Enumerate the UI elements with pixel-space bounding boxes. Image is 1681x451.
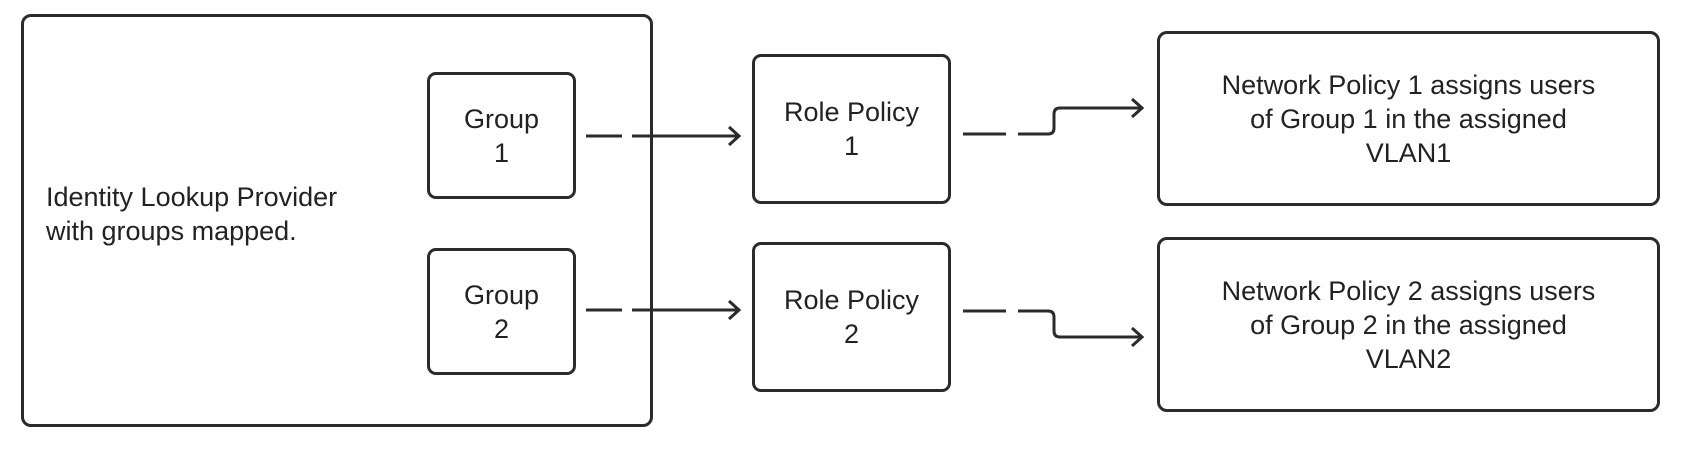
group-1-box: Group 1 [427, 72, 576, 199]
arrowhead-network1 [1130, 97, 1145, 119]
role-policy-1-box: Role Policy 1 [752, 54, 951, 204]
group-2-label: Group 2 [463, 279, 540, 344]
network-policy-2-box: Network Policy 2 assigns users of Group … [1157, 237, 1660, 412]
network-policy-1-box: Network Policy 1 assigns users of Group … [1157, 31, 1660, 206]
arrowhead-network2 [1130, 326, 1145, 348]
group-1-label: Group 1 [463, 103, 540, 168]
arrowhead-role1 [727, 125, 742, 147]
role-policy-2-box: Role Policy 2 [752, 242, 951, 392]
identity-provider-label: Identity Lookup Provider with groups map… [46, 182, 338, 246]
network-policy-2-label: Network Policy 2 assigns users of Group … [1221, 275, 1596, 374]
connector-role1-network1 [963, 106, 1142, 136]
role-policy-2-label: Role Policy 2 [783, 285, 920, 349]
group-2-box: Group 2 [427, 248, 576, 375]
network-policy-1-label: Network Policy 1 assigns users of Group … [1221, 69, 1596, 168]
role-policy-1-label: Role Policy 1 [783, 97, 920, 161]
arrowhead-role2 [727, 299, 742, 321]
connector-role2-network2 [963, 309, 1142, 339]
